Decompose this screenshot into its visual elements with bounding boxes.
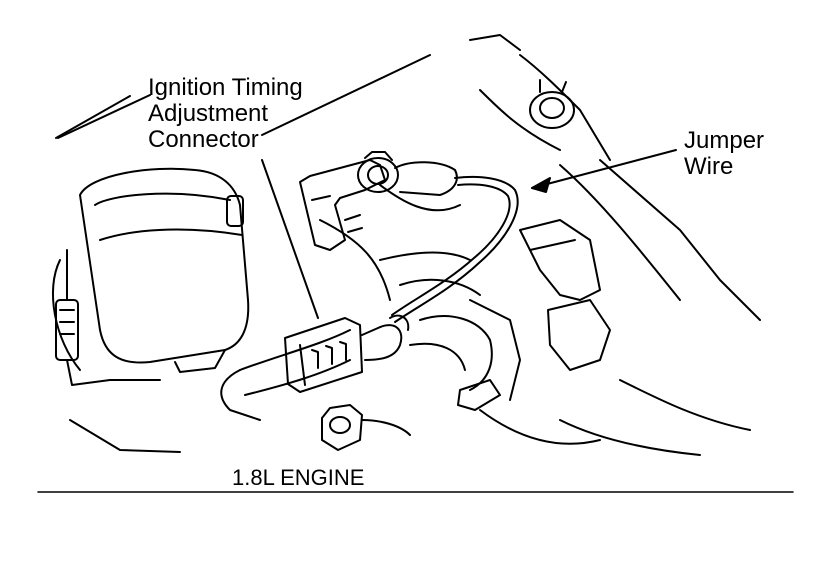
leader-jumper: [531, 149, 677, 193]
bolt-top-right: [529, 79, 575, 129]
bolt-lower: [321, 404, 411, 451]
callout-ignition-line2: Adjustment: [148, 100, 269, 127]
wire-harness: [220, 219, 521, 421]
right-fittings: [457, 219, 611, 445]
ignition-timing-connector: [284, 314, 410, 393]
upper-bracket: [299, 159, 461, 251]
callout-ignition-timing-connector: Ignition Timing Adjustment Connector: [148, 75, 303, 153]
callout-ignition-line1: Ignition Timing: [148, 74, 303, 101]
side-connector-left: [55, 249, 161, 386]
callout-jumper-line1: Jumper: [684, 127, 765, 154]
callout-jumper-line2: Wire: [684, 153, 734, 180]
callout-jumper-wire: Jumper Wire: [684, 128, 764, 180]
engine-background-lines: [51, 34, 761, 456]
jumper-wire: [391, 175, 519, 323]
figure-caption: 1.8L ENGINE: [232, 465, 365, 490]
ignition-module-block: [79, 167, 250, 373]
callout-ignition-line3: Connector: [148, 126, 259, 153]
leader-ignition: [55, 95, 319, 319]
jumper-clip: [357, 151, 458, 196]
